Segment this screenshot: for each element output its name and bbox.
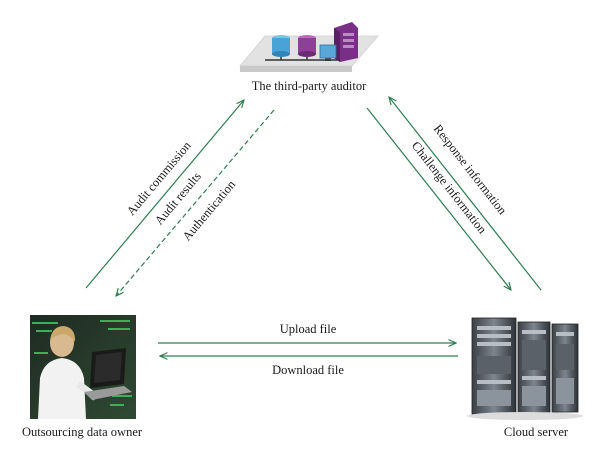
cloud-server-rack-icon: [467, 317, 583, 420]
audit-commission-label: Audit commission: [124, 138, 194, 218]
download-file-label: Download file: [272, 363, 344, 377]
audit-commission-arrow: [85, 100, 244, 289]
cloud-label: Cloud server: [504, 425, 569, 439]
auditor-label: The third-party auditor: [252, 79, 367, 93]
owner-label: Outsourcing data owner: [22, 425, 143, 439]
challenge-information-arrow: [366, 107, 511, 290]
audit-results-arrow: [116, 109, 275, 296]
auditor-servers-icon: [239, 22, 379, 72]
upload-file-label: Upload file: [280, 322, 337, 336]
response-information-arrow: [389, 97, 542, 291]
data-owner-photo-icon: [30, 315, 136, 419]
